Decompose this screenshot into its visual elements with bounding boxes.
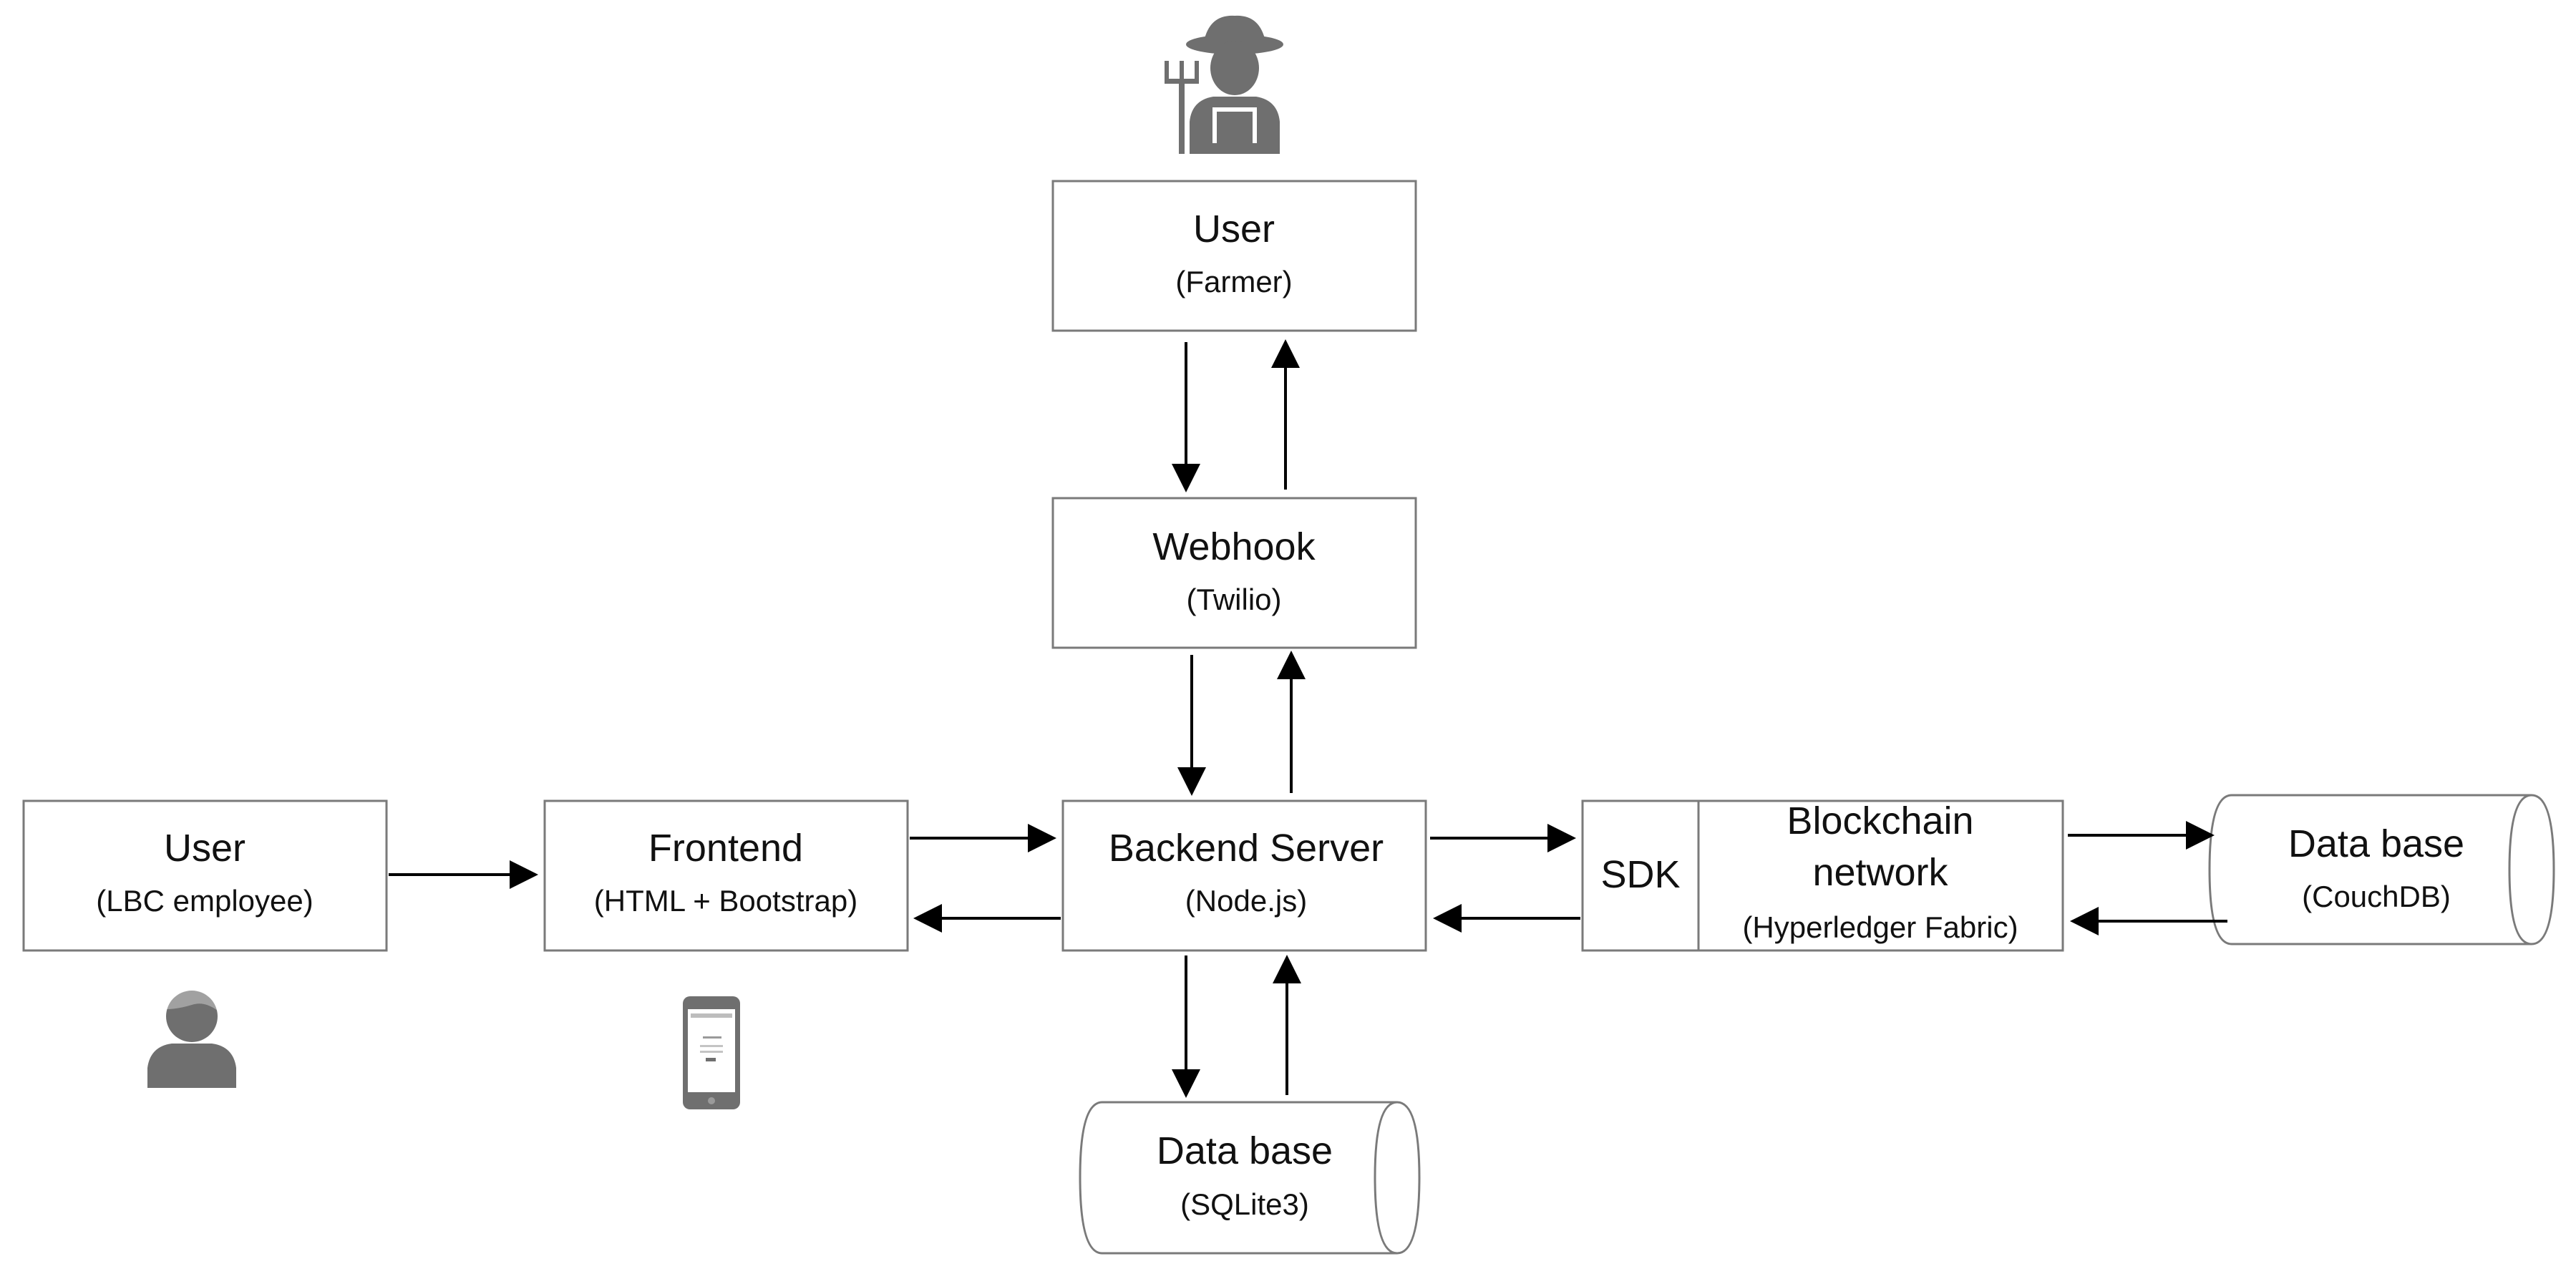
blockchain-network-box: SDK Blockchain network (Hyperledger Fabr… — [1581, 799, 2064, 952]
sqlite-database: Data base (SQLite3) — [1079, 1101, 1421, 1255]
backend-box-subtitle: (Node.js) — [1185, 884, 1307, 918]
webhook-box: Webhook (Twilio) — [1051, 497, 1417, 649]
webhook-box-title: Webhook — [1152, 525, 1316, 568]
frontend-box: Frontend (HTML + Bootstrap) — [543, 799, 909, 952]
sdk-label: SDK — [1600, 853, 1680, 896]
smartphone-icon — [683, 996, 740, 1109]
lbc-user-box-subtitle: (LBC employee) — [96, 884, 313, 918]
farmer-box-title: User — [1193, 208, 1275, 251]
frontend-box-subtitle: (HTML + Bootstrap) — [594, 884, 857, 918]
frontend-box-title: Frontend — [648, 827, 803, 870]
farmer-icon — [1165, 15, 1283, 154]
sqlite-subtitle: (SQLite3) — [1180, 1187, 1309, 1221]
lbc-user-box-title: User — [164, 827, 246, 870]
lbc-user-box: User (LBC employee) — [22, 799, 388, 952]
couchdb-database: Data base (CouchDB) — [2208, 794, 2555, 945]
couchdb-title: Data base — [2288, 822, 2464, 865]
sqlite-title: Data base — [1157, 1129, 1333, 1172]
farmer-user-box: User (Farmer) — [1051, 180, 1417, 332]
person-icon — [147, 988, 236, 1088]
blockchain-title-line2: network — [1812, 851, 1948, 894]
blockchain-subtitle: (Hyperledger Fabric) — [1742, 910, 2018, 944]
farmer-box-subtitle: (Farmer) — [1175, 265, 1292, 298]
backend-server-box: Backend Server (Node.js) — [1061, 799, 1427, 952]
couchdb-subtitle: (CouchDB) — [2302, 880, 2451, 913]
webhook-box-subtitle: (Twilio) — [1187, 583, 1282, 616]
blockchain-title-line1: Blockchain — [1787, 799, 1973, 842]
backend-box-title: Backend Server — [1109, 827, 1384, 870]
